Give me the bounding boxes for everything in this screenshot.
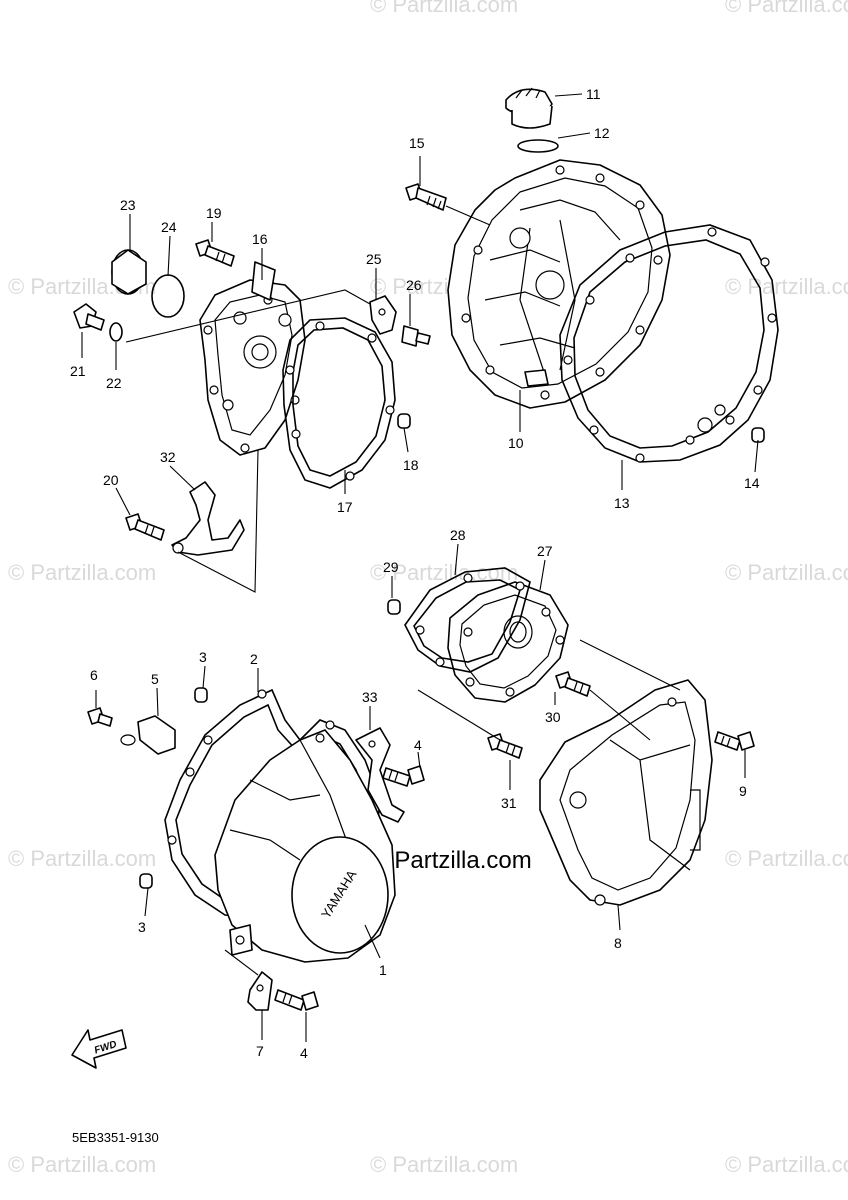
part-17-gasket[interactable] xyxy=(282,317,396,489)
part-3-dowel-pin[interactable] xyxy=(194,687,208,703)
callout-28: 28 xyxy=(450,527,466,543)
callout-6: 6 xyxy=(90,667,98,683)
part-10-clutch-cover[interactable] xyxy=(447,159,671,409)
part-25-bracket[interactable] xyxy=(369,295,397,335)
diagram-code: 5EB3351-9130 xyxy=(72,1130,159,1145)
callout-24: 24 xyxy=(161,219,177,235)
callout-8: 8 xyxy=(614,935,622,951)
part-11-oil-filler-cap[interactable] xyxy=(505,87,553,129)
callout-4: 4 xyxy=(300,1045,308,1061)
callout-22: 22 xyxy=(106,375,122,391)
callout-4: 4 xyxy=(414,737,422,753)
part-32-bracket[interactable] xyxy=(171,481,245,556)
callout-12: 12 xyxy=(594,125,610,141)
callout-21: 21 xyxy=(70,363,86,379)
callout-26: 26 xyxy=(406,277,422,293)
watermark: © Partzilla.com xyxy=(725,560,848,585)
callout-20: 20 xyxy=(103,472,119,488)
part-26-screw[interactable] xyxy=(401,325,431,347)
callout-7: 7 xyxy=(256,1043,264,1059)
part-1-generator-cover[interactable]: YAMAHA xyxy=(214,729,396,963)
watermark: © Partzilla.com xyxy=(725,0,848,17)
part-12-o-ring[interactable] xyxy=(517,139,559,153)
forward-arrow-icon: FWD xyxy=(71,1029,127,1069)
watermark: © Partzilla.com xyxy=(370,0,518,17)
leader-lines xyxy=(81,93,759,1042)
part-18-dowel-pin[interactable] xyxy=(397,413,411,429)
watermark: © Partzilla.com xyxy=(725,1152,848,1177)
part-13-clutch-cover-gasket[interactable] xyxy=(559,224,779,463)
part-3-dowel-pin[interactable] xyxy=(139,873,153,889)
callout-11: 11 xyxy=(586,86,601,102)
part-31-bolt[interactable] xyxy=(487,733,523,759)
callout-30: 30 xyxy=(545,709,561,725)
callout-33: 33 xyxy=(362,689,378,705)
part-22-washer[interactable] xyxy=(109,322,123,342)
part-30-bolt[interactable] xyxy=(555,671,591,697)
callout-15: 15 xyxy=(409,135,425,151)
watermark: © Partzilla.com xyxy=(725,846,848,871)
callout-17: 17 xyxy=(337,499,353,515)
part-15-bolt[interactable] xyxy=(405,183,447,211)
callout-32: 32 xyxy=(160,449,176,465)
watermark: © Partzilla.com xyxy=(725,274,848,299)
part-4-bolt[interactable] xyxy=(382,765,425,787)
part-33-bracket[interactable] xyxy=(355,727,405,823)
watermark: © Partzilla.com xyxy=(8,1152,156,1177)
part-9-bolt[interactable] xyxy=(714,731,755,751)
callout-13: 13 xyxy=(614,495,630,511)
watermark: © Partzilla.com xyxy=(8,846,156,871)
center-watermark: © Partzilla.com xyxy=(370,847,532,874)
callout-9: 9 xyxy=(739,783,747,799)
watermarks: © Partzilla.com © Partzilla.com © Partzi… xyxy=(8,0,848,1177)
callout-3: 3 xyxy=(199,649,207,665)
watermark: © Partzilla.com xyxy=(370,1152,518,1177)
callout-3: 3 xyxy=(138,919,146,935)
part-19-bolt[interactable] xyxy=(195,239,235,267)
part-28-gasket[interactable] xyxy=(404,567,531,673)
callout-18: 18 xyxy=(403,457,419,473)
callout-14: 14 xyxy=(744,475,760,491)
callout-25: 25 xyxy=(366,251,382,267)
callout-5: 5 xyxy=(151,671,159,687)
part-5-clamp[interactable] xyxy=(120,715,176,755)
part-14-dowel-pin[interactable] xyxy=(751,427,765,443)
part-29-dowel-pin[interactable] xyxy=(387,599,401,615)
watermark: © Partzilla.com xyxy=(8,560,156,585)
part-7-bracket[interactable] xyxy=(247,971,273,1011)
callout-19: 19 xyxy=(206,205,222,221)
callout-labels: 1 2 3 3 4 4 5 6 7 8 9 10 11 12 13 14 15 … xyxy=(70,86,760,1061)
callout-29: 29 xyxy=(383,559,399,575)
part-20-bolt[interactable] xyxy=(125,513,165,541)
part-8-sprocket-cover[interactable] xyxy=(539,679,713,906)
part-21-bolt[interactable] xyxy=(73,303,105,331)
callout-10: 10 xyxy=(508,435,524,451)
part-6-bolt[interactable] xyxy=(87,707,113,727)
part-4-bolt[interactable] xyxy=(274,989,319,1011)
callout-23: 23 xyxy=(120,197,136,213)
callout-16: 16 xyxy=(252,231,268,247)
callout-1: 1 xyxy=(379,962,387,978)
callout-27: 27 xyxy=(537,543,553,559)
part-23-plug[interactable] xyxy=(111,249,147,295)
part-16-cover[interactable] xyxy=(199,261,306,456)
part-24-o-ring[interactable] xyxy=(151,274,185,318)
callout-31: 31 xyxy=(501,795,517,811)
callout-2: 2 xyxy=(250,651,258,667)
